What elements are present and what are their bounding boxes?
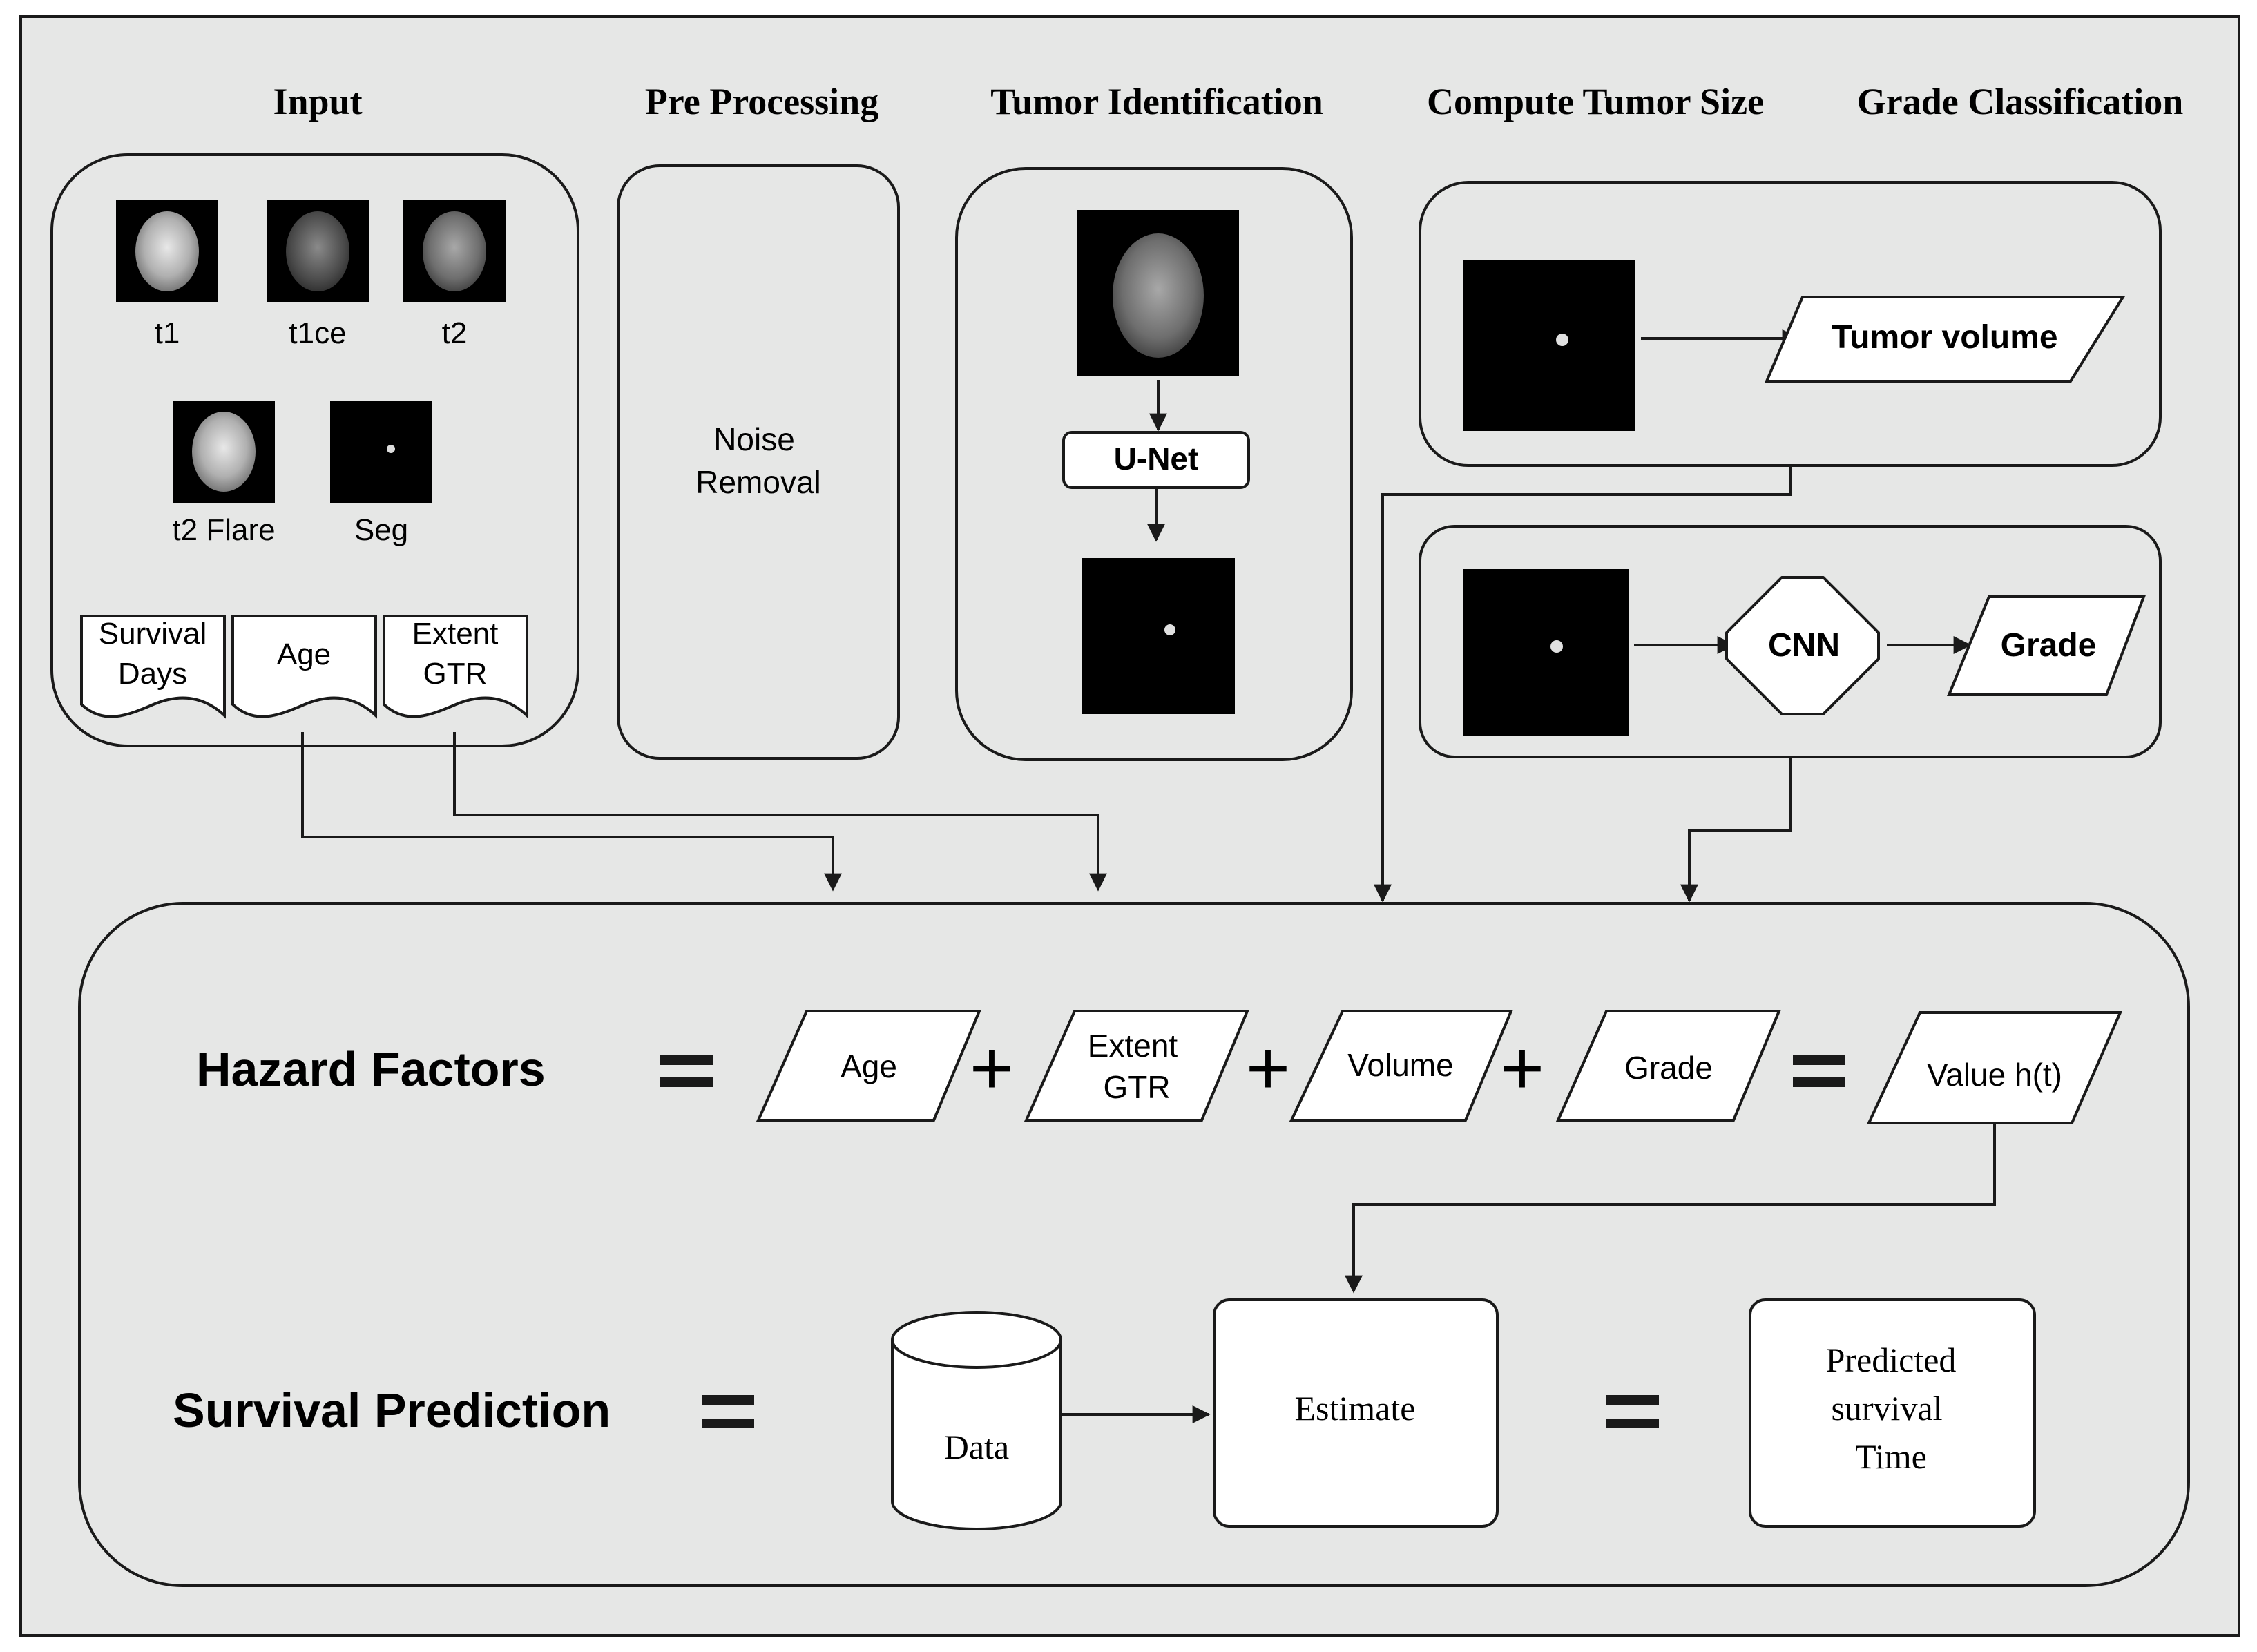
heading-preprocessing: Pre Processing	[645, 81, 878, 122]
predicted-survival-box	[1749, 1298, 2036, 1528]
heading-compute-tumor-size: Compute Tumor Size	[1427, 81, 1764, 122]
unet-label: U-Net	[1114, 441, 1199, 477]
heading-input: Input	[273, 81, 362, 122]
scan-label-t2: t2	[442, 316, 468, 350]
hazard-term-extent-line1: Extent	[1088, 1028, 1178, 1064]
estimate-box	[1213, 1298, 1499, 1528]
grade-output-shape	[1947, 595, 2146, 696]
data-label: Data	[944, 1428, 1009, 1466]
connector-tumor-volume	[1374, 465, 1792, 903]
noise-removal-line1: Noise	[713, 421, 795, 457]
hazard-term-grade	[1555, 1010, 1782, 1122]
hazard-value-label: Value h(t)	[1927, 1057, 2062, 1093]
heading-grade-classification: Grade Classification	[1857, 81, 2183, 122]
predicted-survival-line3: Time	[1855, 1437, 1927, 1476]
scan-tumor-input	[1077, 210, 1239, 376]
hazard-value-shape	[1866, 1011, 2123, 1124]
hazard-equals-sign	[660, 1055, 713, 1087]
connector-grade	[1680, 757, 1792, 903]
hazard-term-volume	[1289, 1010, 1514, 1122]
estimate-label: Estimate	[1295, 1389, 1416, 1428]
doc-survival-days-line1: Survival	[99, 617, 207, 651]
scan-label-t1ce: t1ce	[289, 316, 346, 350]
predicted-survival-line1: Predicted	[1826, 1341, 1957, 1379]
scan-label-t2-flare: t2 Flare	[172, 513, 275, 547]
scan-t1	[116, 200, 218, 302]
scan-t2-flare	[173, 401, 275, 503]
connector-extent-gtr	[453, 732, 1107, 892]
scan-label-seg: Seg	[354, 513, 408, 547]
hazard-plus-3: +	[1500, 1026, 1544, 1111]
hazard-term-extent-line2: GTR	[1103, 1069, 1170, 1105]
doc-age	[231, 615, 377, 719]
scan-label-t1: t1	[155, 316, 180, 350]
tumor-volume-label: Tumor volume	[1832, 319, 2057, 356]
scan-t1ce	[267, 200, 369, 302]
scan-tumor-mask	[1082, 558, 1235, 714]
hazard-plus-2: +	[1246, 1026, 1290, 1111]
doc-survival-days-line2: Days	[118, 657, 187, 691]
hazard-term-age	[756, 1010, 982, 1122]
cnn-shape	[1725, 576, 1880, 715]
data-cylinder	[891, 1311, 1062, 1530]
survival-equals-sign	[702, 1395, 754, 1428]
hazard-result-equals-sign	[1793, 1055, 1845, 1087]
survival-result-equals-sign	[1606, 1395, 1659, 1428]
scan-grade-mask	[1463, 569, 1629, 736]
scan-size-mask	[1463, 260, 1635, 431]
hazard-term-grade-label: Grade	[1624, 1050, 1713, 1086]
predicted-survival-line2: survival	[1831, 1389, 1942, 1428]
scan-seg	[330, 401, 432, 503]
hazard-term-extent-gtr	[1024, 1010, 1250, 1122]
tumor-volume-shape	[1764, 296, 2126, 383]
survival-prediction-label: Survival Prediction	[173, 1383, 611, 1437]
heading-tumor-identification: Tumor Identification	[990, 81, 1323, 122]
preprocessing-panel	[617, 164, 900, 760]
doc-extent-gtr-line1: Extent	[412, 617, 499, 651]
grade-output-label: Grade	[2001, 627, 2097, 664]
doc-survival-days	[80, 615, 226, 719]
hazard-plus-1: +	[970, 1026, 1014, 1111]
doc-extent-gtr	[383, 615, 528, 719]
hazard-term-age-label: Age	[841, 1048, 897, 1084]
cnn-label: CNN	[1768, 627, 1840, 664]
connector-age	[301, 732, 842, 892]
doc-extent-gtr-line2: GTR	[423, 657, 488, 691]
noise-removal-line2: Removal	[695, 464, 821, 500]
doc-age-label: Age	[277, 637, 331, 671]
connector-value-to-estimate	[1345, 1124, 1996, 1294]
unet-box	[1062, 431, 1250, 489]
scan-t2	[403, 200, 506, 302]
hazard-factors-label: Hazard Factors	[196, 1042, 546, 1096]
hazard-term-volume-label: Volume	[1347, 1047, 1453, 1083]
